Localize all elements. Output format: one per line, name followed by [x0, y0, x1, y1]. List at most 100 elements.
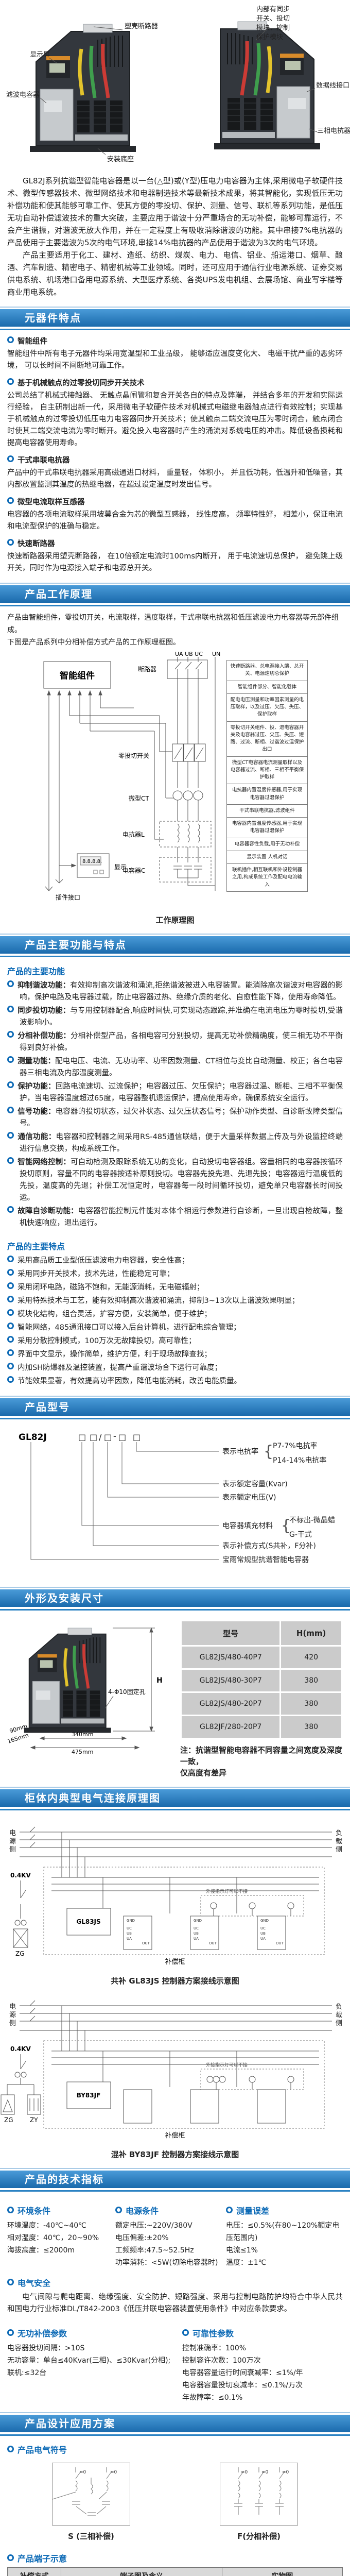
- bullet-title: 快速断路器: [7, 538, 343, 549]
- model-rate-1: P7-7%电抗率: [273, 1442, 318, 1450]
- principle-note: 电容器内置温度传感器,用于实现电容器过温保护: [226, 818, 308, 838]
- spec-safety-body: 电气间隙与爬电距离、绝缘强度、安全防护、短路强度、采用与控制电路防护均符合中华人…: [7, 2293, 343, 2313]
- feature-item: 采用分散控制模式，100万次无故障投切，高可靠性；: [7, 1335, 343, 1347]
- dim-h: H: [156, 1676, 163, 1685]
- model-box-4: □: [118, 1432, 126, 1442]
- height-table-header-h: H(mm): [281, 1621, 341, 1645]
- section-title: 产品设计应用方案: [0, 2415, 350, 2432]
- zero-switch-label: 零投切开关: [118, 752, 149, 759]
- functions-sub2: 产品的主要特点: [7, 1242, 65, 1251]
- model-voltage-label: 表示额定电压(V): [222, 1494, 276, 1502]
- reactor-label: 电抗器L: [122, 831, 145, 838]
- bullet-title: 微型电流取样互感器: [7, 496, 343, 507]
- model-rate-2: P14-14%电抗率: [273, 1456, 326, 1465]
- capacitor-modules: [123, 2082, 291, 2124]
- svg-text:GND: GND: [194, 1919, 202, 1923]
- product-front-image: [30, 24, 136, 152]
- label-internal-3: 模块、控制: [256, 24, 290, 32]
- section-header-dimensions: 外形及安装尺寸: [0, 1587, 350, 1611]
- model-fill-1: 不标出-微晶蜡: [289, 1516, 335, 1524]
- components-content: 智能组件 智能组件中所有电子元器件均采用宽温型和工业品级， 能够适应温度变化大、…: [0, 335, 350, 574]
- principle-note: 微型CT电容器电流测量取样以及电容器过流、断相、三相不平衡保护取样: [226, 756, 308, 785]
- bullet-icon: [7, 1349, 14, 1356]
- symbol-s: =0 =0 S (三相补偿): [52, 2463, 130, 2545]
- display-label: 显示: [114, 863, 127, 871]
- svg-text:外接指示灯可以不接: 外接指示灯可以不接: [206, 2062, 248, 2068]
- bullet-icon: [7, 539, 14, 546]
- svg-text:侧: 侧: [9, 1846, 16, 1854]
- bullet-icon: [7, 2329, 14, 2336]
- svg-text:UA: UA: [194, 1937, 199, 1941]
- controller-unit: BY83JF: [77, 2092, 101, 2099]
- terminal-table: 补偿方式 端子图及含义 实物图 三相补偿 数据线插拔接口 IN OUT 外接通讯…: [7, 2567, 343, 2576]
- function-item: 智能网络控制：可自动检测及跟踪系统无功的变化，自动投切电容器组。容量相同的电容器…: [7, 1157, 343, 1204]
- svg-text:0.4KV: 0.4KV: [10, 1872, 31, 1879]
- bullet-body: 智能组件中所有电子元器件均采用宽温型和工业品级， 能够适应温度变化大、 电磁干扰…: [7, 350, 343, 370]
- svg-text:UA: UA: [127, 1937, 132, 1941]
- bullet-icon: [7, 1282, 14, 1289]
- svg-text:=0: =0: [79, 2470, 86, 2475]
- section-title: 元器件特点: [0, 309, 350, 327]
- spec-env: 环境条件 环境温度：-40℃~40℃ 相对湿度：40℃，20~90% 海拔高度：…: [7, 2206, 99, 2255]
- bullet-icon: [7, 1006, 14, 1012]
- bullet-icon: [7, 378, 14, 385]
- symbol-f: =0 =0 =0 F(分相补偿): [220, 2463, 298, 2545]
- bullet-title: 基于机械触点的过零投切同步开关技术: [7, 377, 343, 388]
- spec-measure: 测量误差 电压：≤0.5%(在80~120%额定电压范围内) 电流≤1% 温度：…: [226, 2206, 340, 2267]
- label-reactor: 三相电抗器: [317, 127, 350, 135]
- specs-content: 环境条件 环境温度：-40℃~40℃ 相对湿度：40℃，20~90% 海拔高度：…: [0, 2197, 350, 2404]
- svg-text:载: 载: [336, 2011, 342, 2019]
- svg-text:UC: UC: [194, 1926, 199, 1930]
- bullet-icon: [7, 1157, 14, 1164]
- section-header-cabinet: 柜体内典型电气连接原理图: [0, 1787, 350, 1810]
- section-header-components: 元器件特点: [0, 307, 350, 330]
- symbol-f-caption: F(分相补偿): [237, 2532, 281, 2541]
- function-item: 故障自诊断功能：电容器智能控制元件能对本体个相运行参数进行自诊断，一旦出现自检故…: [7, 1206, 343, 1229]
- model-box-3: □: [104, 1432, 112, 1442]
- svg-text:UB: UB: [194, 1931, 199, 1936]
- dim-340: 340mm: [72, 1731, 93, 1738]
- neutral-label: UN: [212, 651, 220, 657]
- svg-text:ZG: ZG: [15, 1950, 25, 1957]
- model-comp-label: 表示补偿方式(S共补，F分补): [222, 1542, 316, 1550]
- feature-item: 采用高品质工业型低压滤波电力电容器，安全性高；: [7, 1255, 343, 1267]
- function-item: 保护功能：回路电流速切、过流保护；电容器过压、欠压保护；电容器过温、断相、三相不…: [7, 1081, 343, 1105]
- bullet-icon: [7, 336, 14, 343]
- svg-text:源: 源: [9, 2011, 16, 2019]
- label-base: 安装底座: [107, 155, 134, 163]
- bullet-icon: [7, 1132, 14, 1139]
- svg-text:补偿柜: 补偿柜: [165, 2132, 185, 2140]
- principle-note: 零投切开关组件、投、退电容器开关及电容器过压、欠压、失压、短路、过流、断相、过谐…: [226, 721, 308, 757]
- controller-unit: GL83JS: [76, 1918, 100, 1925]
- function-item: 同步投切功能：与专用控制器配合,响应时间快,可实现动态跟踪,并准确在电流电压为零…: [7, 1005, 343, 1029]
- cabinet-box-label: 补偿柜: [165, 1958, 185, 1966]
- bullet-icon: [7, 2554, 14, 2561]
- brace-icon: {: [264, 1443, 273, 1461]
- principle-note: 快速断路器、总电源接入端、总开关、电源速切总保护: [226, 660, 308, 681]
- label-internal-2: 开关、投切: [256, 14, 290, 23]
- svg-text:ZG: ZG: [4, 2116, 13, 2124]
- spec-safety-title: 电气安全: [7, 2276, 343, 2289]
- principle-intro: 产品由智能组件，零投切开关，电流取样，温度取样，干式串联电抗器和低压滤波电力电容…: [0, 612, 350, 649]
- feature-item: 模块化结构，组合灵活，扩容方便，安装简单，便于维护；: [7, 1309, 343, 1320]
- dimensions-note-1: 注：抗谐型智能电容器不同容量之间宽度及深度一致，: [180, 1745, 343, 1766]
- lamp-note: 外接指示灯可以不接: [206, 1888, 248, 1894]
- symbol-s-caption: S (三相补偿): [68, 2532, 114, 2541]
- feature-item: 采用特殊技术与工艺，能有效抑制高次谐波和涌流，抑制3~13次以上谐波效果明显；: [7, 1295, 343, 1307]
- source-side: 电: [9, 1829, 16, 1837]
- bus-labels: UA UB UC: [175, 651, 203, 657]
- function-item: 信号功能：电容器的投切状态，过欠补状态、过欠压状态信号；保护动作类型、自诊断故障…: [7, 1106, 343, 1130]
- section-header-model: 产品型号: [0, 1396, 350, 1419]
- svg-text:ZY: ZY: [30, 2116, 38, 2124]
- svg-text:UB: UB: [260, 1931, 266, 1936]
- svg-text:载: 载: [336, 1838, 342, 1845]
- design-terminal-title: 产品端子示意: [7, 2552, 343, 2564]
- svg-text:侧: 侧: [9, 2020, 16, 2027]
- bullet-body: 公司总结了机械式接触器、 无触点晶闸管和复合开关各自的特点及弊端， 并结合多年的…: [7, 392, 343, 447]
- spec-power: 电源条件 额定电压:~220V/380V 电压偏差:±20% 工频频率:47.5…: [115, 2206, 218, 2267]
